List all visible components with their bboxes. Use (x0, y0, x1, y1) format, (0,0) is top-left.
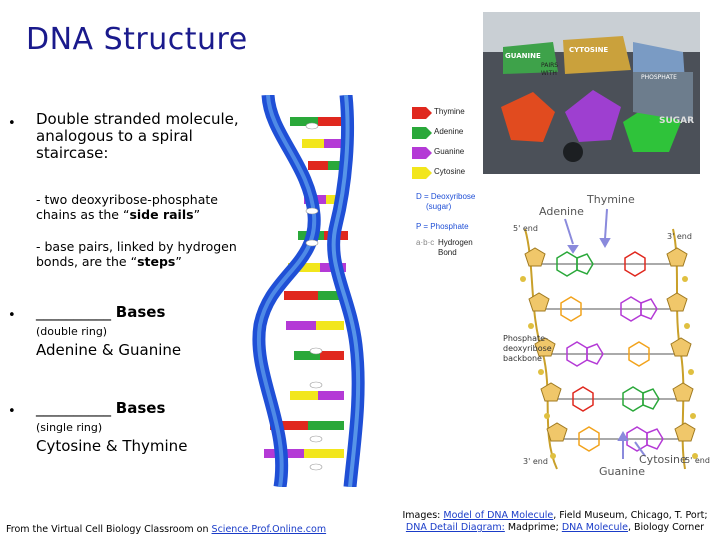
thymine-swatch-icon (412, 107, 432, 119)
legend-bond: Bond (438, 248, 457, 257)
bullet-2-heading: __________ Bases (36, 304, 165, 321)
dna-detail-diagram-image (520, 208, 698, 470)
footer-text: Madprime; (504, 522, 562, 533)
legend-label: Guanine (434, 147, 465, 156)
bullet-1-sub-1: - two deoxyribose-phosphate chains as th… (36, 192, 251, 222)
legend-phosphate: P = Phosphate (416, 222, 469, 231)
sub-1-bold: side rails (129, 207, 194, 222)
footer-text: Images: (402, 510, 444, 521)
cytosine-swatch-icon (412, 167, 432, 179)
diagram-label-5-end: 5' end (513, 224, 538, 233)
blank-line: __________ (36, 399, 111, 417)
diagram-label-thymine: Thymine (587, 193, 635, 206)
footer-link-model[interactable]: Model of DNA Molecule (443, 510, 554, 521)
legend-label: Cytosine (434, 167, 466, 176)
blank-line: __________ (36, 303, 111, 321)
footer-link-molecule[interactable]: DNA Molecule (561, 522, 628, 533)
bullet-marker: • (8, 116, 16, 131)
dna-detail-diagram: Adenine Thymine 5' end 3' end Phosphate-… (495, 184, 710, 480)
photo-label: CYTOSINE (569, 46, 609, 54)
legend-label: Adenine (434, 127, 464, 136)
photo-label: SUGAR (659, 116, 695, 126)
bases-label: Bases (115, 303, 166, 321)
legend-label: Thymine (434, 107, 465, 116)
sub-2-end: ” (175, 254, 182, 269)
diagram-label-backbone: Phosphate-deoxyribose backbone (503, 334, 552, 363)
photo-label: PHOSPHATE (641, 74, 677, 81)
dna-model-photo: GUANINE CYTOSINE PAIRS WITH PHOSPHATE SU… (483, 12, 700, 174)
footer-link-scienceprofonline[interactable]: Science.Prof.Online.com (211, 524, 327, 535)
sub-1-text: - two deoxyribose-phosphate chains as th… (36, 192, 218, 222)
legend-hydrogen: Hydrogen (438, 238, 473, 247)
legend-sugar: (sugar) (426, 202, 452, 211)
diagram-label-cytosine: Cytosine (639, 453, 687, 466)
dp-markers (305, 122, 323, 471)
bullet-1-text: Double stranded molecule, analogous to a… (36, 110, 239, 162)
diagram-label-adenine: Adenine (539, 205, 584, 218)
base-legend: Thymine Adenine Guanine Cytosine D = Deo… (412, 106, 490, 266)
photo-label: GUANINE (505, 52, 541, 60)
footer-source: From the Virtual Cell Biology Classroom … (6, 524, 326, 535)
bullet-marker: • (8, 404, 16, 419)
footer-text: From the Virtual Cell Biology Classroom … (6, 524, 212, 535)
footer-image-credits: Images: Model of DNA Molecule, Field Mus… (392, 510, 718, 534)
hydrogen-bond-icon: a·b·c (416, 238, 435, 247)
ring-note: (single ring) (36, 421, 103, 434)
legend-deoxyribose: D = Deoxyribose (416, 192, 476, 201)
diagram-label-guanine: Guanine (599, 465, 646, 478)
ring-note: (double ring) (36, 325, 108, 338)
bullet-3-heading: __________ Bases (36, 400, 165, 417)
footer-text: , Field Museum, Chicago, T. Port; (553, 510, 708, 521)
photo-label: PAIRS (541, 62, 559, 69)
dna-model-photo-image (483, 12, 700, 174)
base-examples: Cytosine & Thymine (36, 437, 188, 455)
dna-helix-illustration (252, 95, 365, 487)
footer-link-detail[interactable]: DNA Detail Diagram: (405, 522, 505, 533)
photo-label: WITH (541, 70, 557, 77)
diagram-label-3-end: 3' end (667, 232, 692, 241)
diagram-label-3-end-bottom: 3' end (523, 457, 548, 466)
bases-label: Bases (115, 399, 166, 417)
base-examples: Adenine & Guanine (36, 341, 182, 359)
bullet-marker: • (8, 308, 16, 323)
footer-text: , Biology Corner (627, 522, 705, 533)
diagram-label-5-end-bottom: 5' end (685, 456, 710, 465)
sub-2-bold: steps (137, 254, 176, 269)
sub-2-text: - base pairs, linked by hydrogen bonds, … (36, 239, 237, 269)
adenine-swatch-icon (412, 127, 432, 139)
bullet-1-sub-2: - base pairs, linked by hydrogen bonds, … (36, 239, 251, 269)
slide-title: DNA Structure (26, 22, 248, 57)
guanine-swatch-icon (412, 147, 432, 159)
sub-1-end: ” (193, 207, 201, 222)
